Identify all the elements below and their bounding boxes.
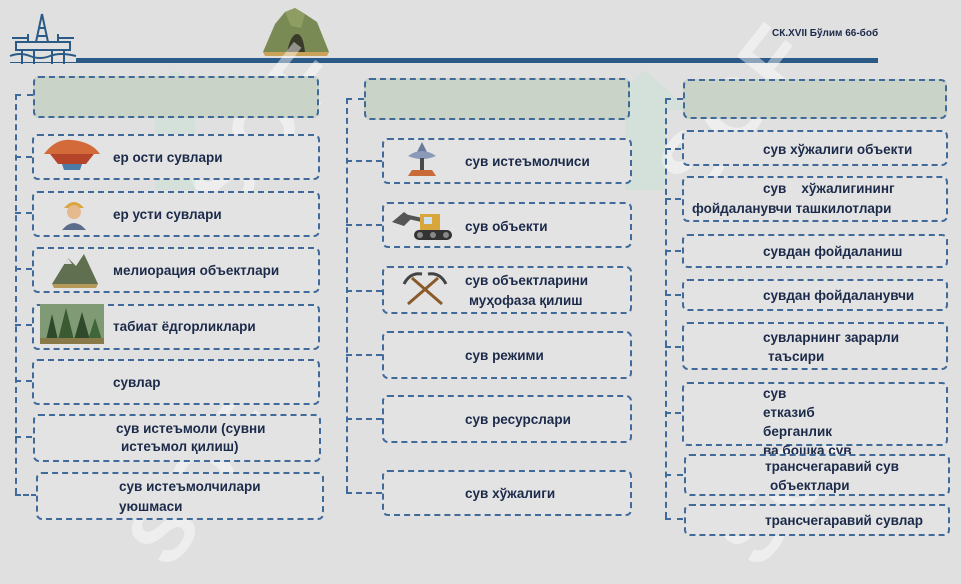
term-box-water-consumers-association[interactable]: [36, 472, 324, 520]
left-tick-5: [15, 380, 32, 382]
pickaxes-icon: [402, 272, 448, 306]
term-label-line1: сувларнинг зарарли: [763, 330, 900, 345]
term-box-waters[interactable]: [32, 359, 320, 405]
term-label-line2: истеъмол қилиш): [121, 439, 239, 454]
term-box-harmful-effects[interactable]: [682, 322, 948, 370]
right-bracket-line: [665, 98, 667, 518]
term-box-transboundary-waters[interactable]: [684, 504, 950, 536]
left-tick-4: [15, 324, 32, 326]
term-box-water-user[interactable]: [682, 279, 948, 311]
term-label-line1: сув истеъмолчилари: [119, 479, 261, 494]
term-label-line1: трансчегаравий сув: [765, 459, 899, 474]
underground-water-icon: [42, 136, 102, 172]
right-bracket-top: [665, 98, 683, 100]
left-bracket-bottom: [15, 494, 37, 496]
term-box-water-management-object[interactable]: [682, 130, 948, 166]
right-tick-6: [665, 412, 681, 414]
middle-tick-2: [346, 224, 382, 226]
term-label: табиат ёдгорликлари: [113, 319, 256, 334]
middle-column-header: [364, 78, 630, 120]
term-label-line1: сув объектларини: [465, 273, 589, 288]
term-box-transboundary-objects[interactable]: [684, 454, 950, 496]
worker-icon: [56, 194, 92, 230]
left-bracket-line: [15, 94, 17, 494]
logo-oil-rig-icon: [8, 10, 78, 66]
left-column-header: [33, 76, 319, 118]
term-box-water-management-organizations[interactable]: [682, 176, 948, 222]
term-label: сувдан фойдаланиш: [763, 244, 903, 259]
term-label: сув ресурслари: [465, 412, 571, 427]
term-box-water-resources[interactable]: [382, 395, 632, 443]
middle-tick-1: [346, 160, 382, 162]
term-label: сув режими: [465, 348, 544, 363]
middle-bracket-bottom: [346, 492, 382, 494]
term-label-line2: объектлари: [770, 478, 850, 493]
right-tick-1: [665, 148, 681, 150]
term-label: сувдан фойдаланувчи: [763, 288, 915, 303]
excavator-icon: [390, 206, 456, 242]
term-box-water-regime[interactable]: [382, 331, 632, 379]
term-label: ер усти сувлари: [113, 207, 222, 222]
water-supply-text-clip: сув етказиб берганлик ва бошқа сув: [763, 384, 943, 456]
water-tower-icon: [402, 140, 442, 178]
term-label: сув хўжалиги: [465, 486, 556, 501]
term-label: мелиорация объектлари: [113, 263, 280, 278]
left-bracket-top: [15, 94, 33, 96]
middle-bracket-top: [346, 98, 364, 100]
term-label: сувлар: [113, 375, 161, 390]
top-divider-bar: [76, 58, 878, 63]
term-box-water-object[interactable]: [382, 202, 632, 248]
term-label: сув объекти: [465, 219, 548, 234]
forest-icon: [40, 304, 104, 344]
mountain-cave-logo: [261, 4, 331, 56]
left-tick-6: [15, 436, 32, 438]
left-tick-3: [15, 268, 32, 270]
right-tick-2: [665, 198, 681, 200]
term-label-line1: сув хўжалигининг: [763, 181, 895, 196]
term-label-line1: сув истеъмоли (сувни: [116, 421, 266, 436]
term-box-water-management[interactable]: [382, 470, 632, 516]
middle-tick-4: [346, 354, 382, 356]
right-tick-3: [665, 250, 681, 252]
top-divider-thin: [10, 62, 76, 63]
term-label: сув хўжалиги объекти: [763, 142, 913, 157]
middle-tick-3: [346, 290, 382, 292]
left-tick-2: [15, 212, 32, 214]
middle-tick-5: [346, 418, 382, 420]
term-label-line2: фойдаланувчи ташкилотлари: [692, 201, 892, 216]
left-tick-1: [15, 156, 32, 158]
chapter-reference: СК.XVII Бўлим 66-боб: [772, 28, 879, 39]
term-box-water-use[interactable]: [682, 234, 948, 268]
mountain-icon: [50, 250, 100, 288]
right-column-header: [683, 79, 947, 119]
term-label-line2: етказиб: [763, 405, 815, 420]
right-tick-8: [665, 518, 683, 520]
middle-bracket-line: [346, 98, 348, 492]
right-tick-5: [665, 346, 681, 348]
right-tick-4: [665, 294, 681, 296]
right-tick-7: [665, 474, 683, 476]
term-label-line4: ва бошқа сув: [763, 443, 852, 456]
term-label-line2: муҳофаза қилиш: [469, 293, 583, 308]
term-label: трансчегаравий сувлар: [765, 513, 924, 528]
term-label-line2: уюшмаси: [119, 499, 183, 514]
term-label-line2: таъсири: [768, 349, 825, 364]
term-label-line1: сув: [763, 386, 787, 401]
term-box-water-supply[interactable]: [682, 382, 948, 446]
term-label: сув истеъмолчиси: [465, 154, 590, 169]
term-label: ер ости сувлари: [113, 150, 223, 165]
term-box-water-consumption[interactable]: [33, 414, 321, 462]
term-label-line3: берганлик: [763, 424, 833, 439]
